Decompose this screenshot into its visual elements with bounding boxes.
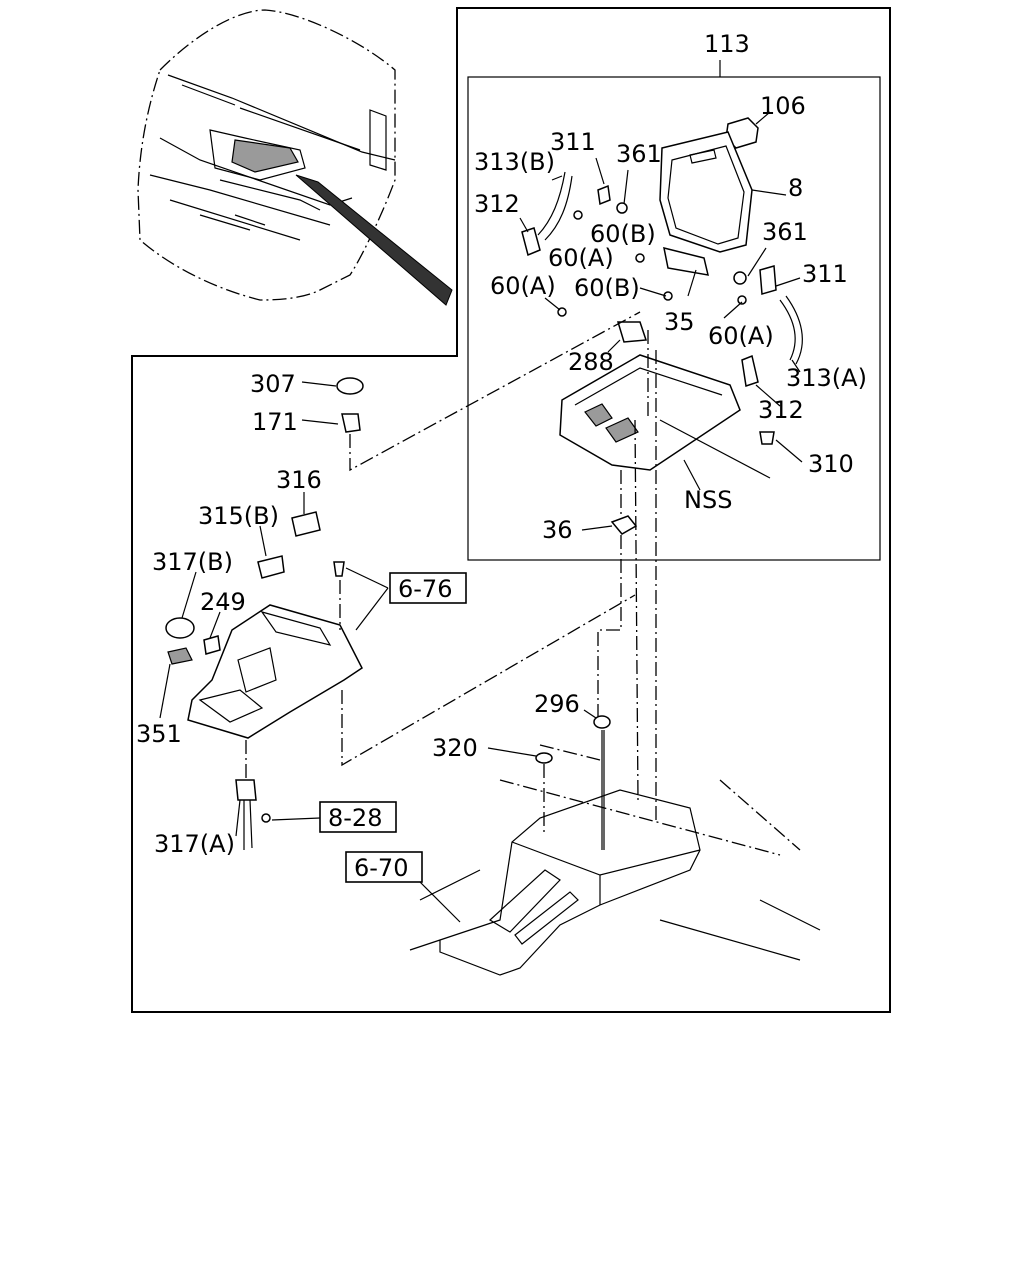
label-313a: 313(A) (786, 364, 867, 392)
label-296: 296 (534, 690, 580, 718)
center-console-assembly (159, 311, 641, 923)
label-316: 316 (276, 466, 322, 494)
label-171: 171 (252, 408, 298, 436)
label-361-top: 361 (616, 140, 662, 168)
label-NSS: NSS (684, 486, 732, 514)
label-310: 310 (808, 450, 854, 478)
label-60b-mid: 60(B) (574, 274, 640, 302)
lid-8 (659, 131, 753, 253)
label-311-right: 311 (802, 260, 848, 288)
label-60a-left: 60(A) (490, 272, 556, 300)
label-106: 106 (760, 92, 806, 120)
label-315b: 315(B) (198, 502, 279, 530)
tray-NSS (559, 354, 741, 471)
label-60a-top: 60(A) (548, 244, 614, 272)
label-313b: 313(B) (474, 148, 555, 176)
label-60a-right: 60(A) (708, 322, 774, 350)
ref-box-6-76 (389, 572, 467, 604)
label-312-right: 312 (758, 396, 804, 424)
part-labels: 113 106 8 311 313(B) 361 312 60(A) 60(B)… (136, 30, 867, 858)
label-312-top: 312 (474, 190, 520, 218)
reference-boxes: 6-76 8-28 6-70 (319, 572, 467, 883)
floor-console-base (409, 709, 821, 976)
label-8: 8 (788, 174, 803, 202)
ref-label-8-28: 8-28 (328, 804, 382, 832)
ref-label-6-70: 6-70 (354, 854, 408, 882)
label-317b: 317(B) (152, 548, 233, 576)
label-311-top: 311 (550, 128, 596, 156)
label-60b-top: 60(B) (590, 220, 656, 248)
label-35: 35 (664, 308, 695, 336)
diagram-frame (131, 7, 891, 1013)
upper-console-assembly (519, 60, 803, 820)
label-361-right: 361 (762, 218, 808, 246)
label-249: 249 (200, 588, 246, 616)
label-113: 113 (704, 30, 750, 58)
ref-box-8-28 (319, 801, 397, 833)
label-288: 288 (568, 348, 614, 376)
cab-overview-illustration (137, 9, 453, 306)
label-317a: 317(A) (154, 830, 235, 858)
ref-label-6-76: 6-76 (398, 575, 452, 603)
label-307: 307 (250, 370, 296, 398)
label-36: 36 (542, 516, 573, 544)
label-320: 320 (432, 734, 478, 762)
label-351: 351 (136, 720, 182, 748)
ref-box-6-70 (345, 851, 423, 883)
